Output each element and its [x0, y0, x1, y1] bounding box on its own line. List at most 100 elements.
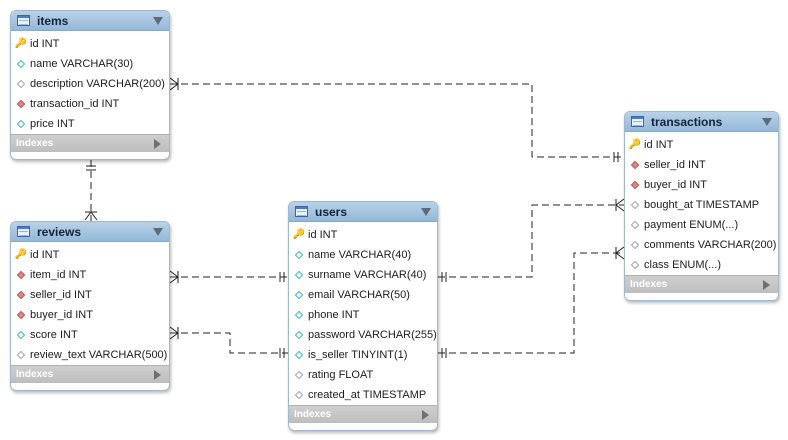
- column-label: buyer_id INT: [644, 179, 707, 191]
- column-icon: [294, 330, 304, 340]
- table-header[interactable]: users: [289, 202, 437, 222]
- column-row[interactable]: seller_id INT: [625, 155, 778, 175]
- column-label: class ENUM(...): [644, 259, 721, 271]
- primary-key-icon: 🔑: [14, 249, 28, 260]
- indexes-section[interactable]: Indexes: [289, 405, 437, 423]
- column-label: score INT: [30, 329, 78, 341]
- column-row[interactable]: buyer_id INT: [625, 175, 778, 195]
- nullable-column-icon: [630, 260, 640, 270]
- expand-arrow-icon[interactable]: [763, 279, 770, 290]
- column-label: buyer_id INT: [30, 309, 93, 321]
- column-row[interactable]: score INT: [11, 325, 169, 345]
- indexes-label: Indexes: [630, 279, 668, 290]
- column-row[interactable]: rating FLOAT: [289, 365, 437, 385]
- table-title: users: [315, 204, 348, 219]
- foreign-key-icon: [630, 160, 640, 170]
- column-label: item_id INT: [30, 269, 87, 281]
- column-row[interactable]: class ENUM(...): [625, 255, 778, 275]
- crowsfoot-marker: [169, 77, 179, 91]
- expand-arrow-icon[interactable]: [154, 138, 161, 149]
- collapse-arrow-icon[interactable]: [421, 207, 431, 216]
- column-row[interactable]: item_id INT: [11, 265, 169, 285]
- column-row[interactable]: payment ENUM(...): [625, 215, 778, 235]
- column-list: 🔑id INT name VARCHAR(30) description VAR…: [11, 31, 169, 134]
- column-icon: [294, 270, 304, 280]
- column-row[interactable]: is_seller TINYINT(1): [289, 345, 437, 365]
- nullable-column-icon: [16, 79, 26, 89]
- table-transactions[interactable]: transactions 🔑id INT seller_id INT buyer…: [624, 111, 779, 301]
- column-icon: [16, 59, 26, 69]
- primary-key-icon: 🔑: [628, 139, 642, 150]
- crowsfoot-marker: [84, 211, 98, 221]
- column-row[interactable]: description VARCHAR(200): [11, 74, 169, 94]
- column-label: transaction_id INT: [30, 98, 120, 110]
- relationship-items-transactions: [170, 83, 624, 158]
- collapse-arrow-icon[interactable]: [762, 117, 772, 126]
- column-label: name VARCHAR(30): [30, 58, 134, 70]
- foreign-key-icon: [630, 180, 640, 190]
- crowsfoot-marker: [615, 246, 625, 260]
- column-label: review_text VARCHAR(500): [30, 349, 168, 361]
- column-row[interactable]: price INT: [11, 114, 169, 134]
- column-row[interactable]: 🔑id INT: [625, 135, 778, 155]
- expand-arrow-icon[interactable]: [422, 409, 429, 420]
- column-icon: [294, 350, 304, 360]
- relationship-users-reviews-2: [170, 332, 288, 354]
- indexes-section[interactable]: Indexes: [11, 365, 169, 383]
- nullable-column-icon: [294, 390, 304, 400]
- column-label: seller_id INT: [30, 289, 92, 301]
- column-label: surname VARCHAR(40): [308, 269, 427, 281]
- column-row[interactable]: comments VARCHAR(200): [625, 235, 778, 255]
- column-row[interactable]: created_at TIMESTAMP: [289, 385, 437, 405]
- indexes-label: Indexes: [16, 138, 54, 149]
- column-row[interactable]: name VARCHAR(30): [11, 54, 169, 74]
- column-row[interactable]: email VARCHAR(50): [289, 285, 437, 305]
- column-label: comments VARCHAR(200): [644, 239, 777, 251]
- table-header[interactable]: reviews: [11, 222, 169, 242]
- column-row[interactable]: 🔑id INT: [11, 34, 169, 54]
- table-header[interactable]: items: [11, 11, 169, 31]
- table-items[interactable]: items 🔑id INT name VARCHAR(30) descripti…: [10, 10, 170, 160]
- expand-arrow-icon[interactable]: [154, 369, 161, 380]
- indexes-section[interactable]: Indexes: [11, 134, 169, 152]
- nullable-column-icon: [630, 200, 640, 210]
- table-reviews[interactable]: reviews 🔑id INT item_id INT seller_id IN…: [10, 221, 170, 391]
- column-row[interactable]: buyer_id INT: [11, 305, 169, 325]
- column-row[interactable]: review_text VARCHAR(500): [11, 345, 169, 365]
- relationship-users-transactions-2: [438, 252, 624, 354]
- column-label: payment ENUM(...): [644, 219, 739, 231]
- column-label: email VARCHAR(50): [308, 289, 410, 301]
- column-row[interactable]: 🔑id INT: [11, 245, 169, 265]
- column-row[interactable]: seller_id INT: [11, 285, 169, 305]
- column-row[interactable]: 🔑id INT: [289, 225, 437, 245]
- column-row[interactable]: phone INT: [289, 305, 437, 325]
- relationship-users-transactions-1: [438, 204, 624, 278]
- table-title: reviews: [37, 224, 82, 239]
- foreign-key-icon: [16, 99, 26, 109]
- column-row[interactable]: name VARCHAR(40): [289, 245, 437, 265]
- collapse-arrow-icon[interactable]: [153, 227, 163, 236]
- column-label: id INT: [308, 229, 338, 241]
- foreign-key-icon: [16, 290, 26, 300]
- indexes-label: Indexes: [294, 409, 332, 420]
- column-row[interactable]: bought_at TIMESTAMP: [625, 195, 778, 215]
- column-row[interactable]: password VARCHAR(255): [289, 325, 437, 345]
- column-label: created_at TIMESTAMP: [308, 389, 427, 401]
- indexes-section[interactable]: Indexes: [625, 275, 778, 293]
- column-row[interactable]: transaction_id INT: [11, 94, 169, 114]
- table-users[interactable]: users 🔑id INT name VARCHAR(40) surname V…: [288, 201, 438, 431]
- column-icon: [294, 250, 304, 260]
- collapse-arrow-icon[interactable]: [153, 16, 163, 25]
- table-title: items: [37, 13, 69, 28]
- table-header[interactable]: transactions: [625, 112, 778, 132]
- table-icon: [631, 116, 644, 127]
- column-label: is_seller TINYINT(1): [308, 349, 408, 361]
- table-icon: [295, 206, 308, 217]
- column-row[interactable]: surname VARCHAR(40): [289, 265, 437, 285]
- nullable-column-icon: [16, 350, 26, 360]
- nullable-column-icon: [294, 370, 304, 380]
- crowsfoot-marker: [169, 270, 179, 284]
- column-label: id INT: [644, 139, 674, 151]
- column-list: 🔑id INT name VARCHAR(40) surname VARCHAR…: [289, 222, 437, 405]
